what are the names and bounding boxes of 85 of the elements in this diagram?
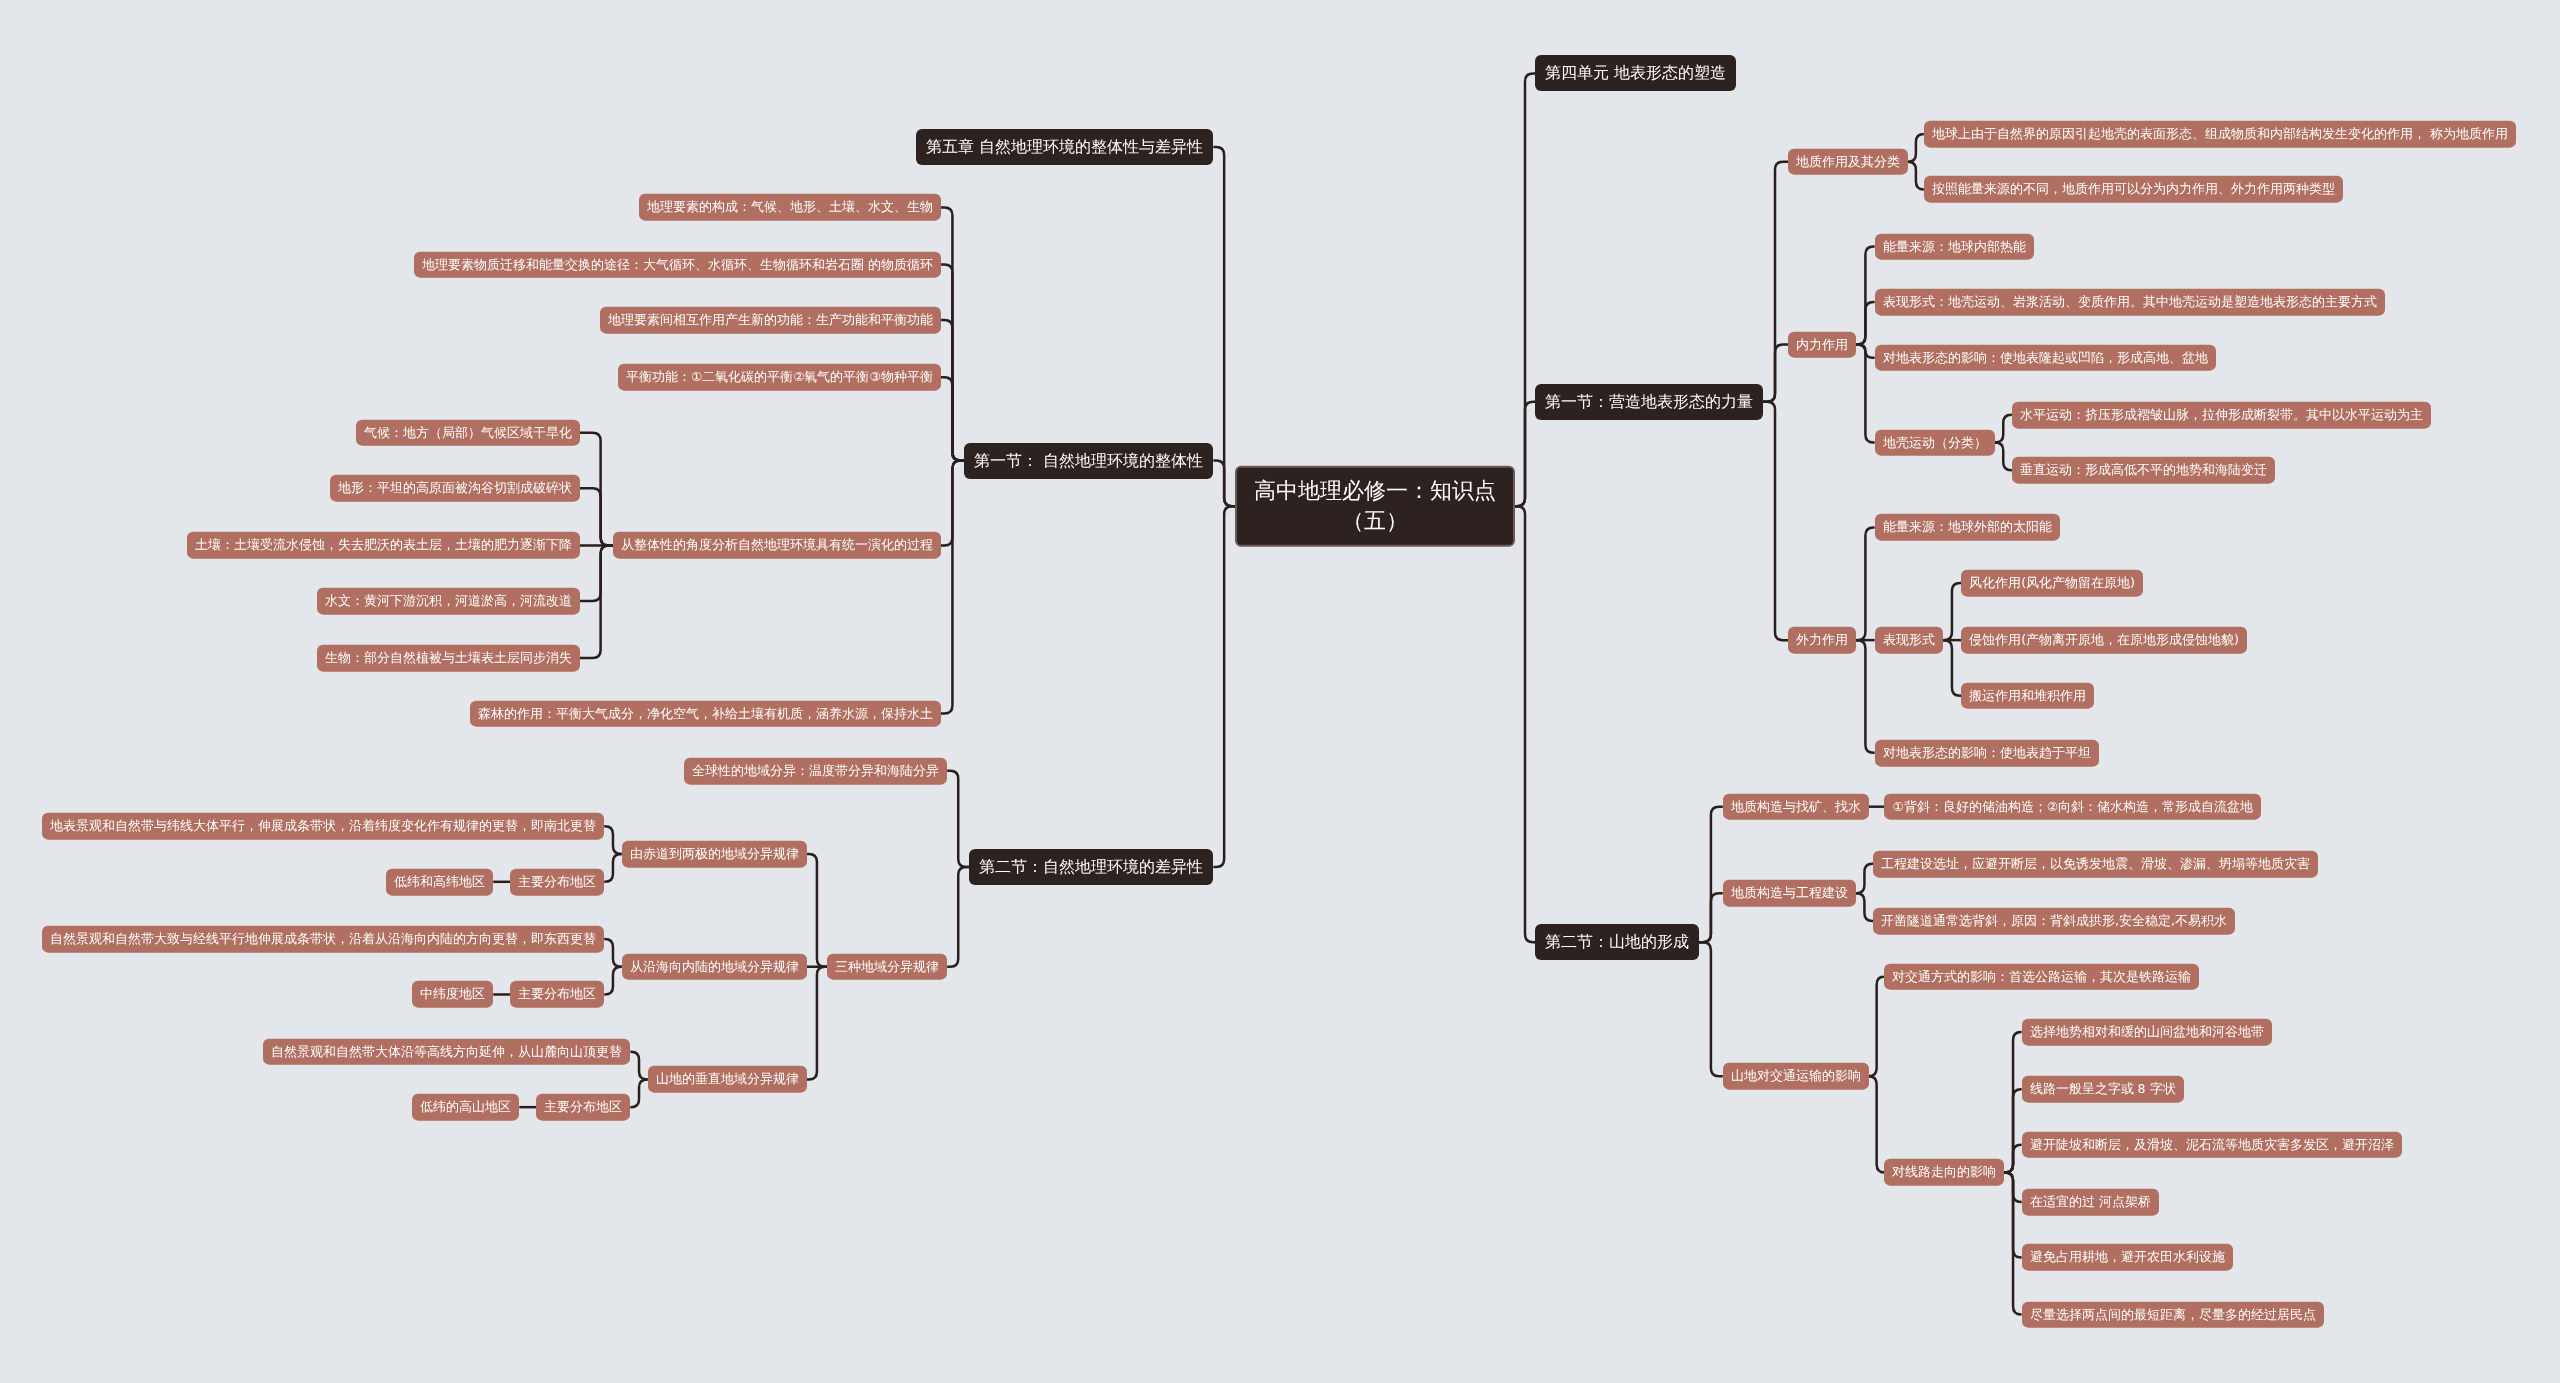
subtopic-box: 侵蚀作用(产物离开原地，在原地形成侵蚀地貌) (1961, 626, 2247, 654)
subtopic-box: 地理要素物质迁移和能量交换的途径：大气循环、水循环、生物循环和岩石圈 的物质循环 (413, 251, 941, 278)
subtopic-box: 山地对交通运输的影响 (1722, 1062, 1869, 1090)
subtopic-box: 对线路走向的影响 (1884, 1159, 2005, 1186)
subtopic-box: 地质构造与工程建设 (1722, 879, 1856, 907)
subtopic-box: 森林的作用：平衡大气成分，净化空气，补给土壤有机质，涵养水源，保持水土 (469, 700, 941, 727)
subtopic-box: 地质构造与找矿、找水 (1722, 793, 1869, 821)
subtopic-box: 自然景观和自然带大体沿等高线方向延伸，从山麓向山顶更替 (263, 1038, 631, 1065)
subtopic-box: 低纬的高山地区 (412, 1093, 520, 1121)
connector-line (1868, 805, 1885, 808)
subtopic-box: 表现形式 (1874, 626, 1943, 654)
subtopic-box: 水文：黄河下游沉积，河道淤高，河流改道 (316, 587, 580, 615)
connector-line (1514, 504, 1536, 944)
subtopic-box: ①背斜：良好的储油构造；②向斜：储水构造，常形成自流盆地 (1884, 793, 2261, 821)
connector-line (1856, 343, 1875, 444)
subtopic-box: 土壤：土壤受流水侵蚀，失去肥沃的表土层，土壤的肥力逐渐下降 (186, 532, 580, 559)
subtopic-box: 线路一般呈之字或 8 字状 (2021, 1075, 2184, 1103)
topic-box: 第一节： 自然地理环境的整体性 (964, 442, 1214, 479)
subtopic-box: 外力作用 (1788, 626, 1857, 654)
subtopic-box: 主要分布地区 (510, 981, 605, 1008)
subtopic-box: 工程建设选址，应避开断层，以免诱发地震、滑坡、渗漏、坍塌等地质灾害 (1873, 850, 2319, 878)
subtopic-box: 能量来源：地球外部的太阳能 (1874, 514, 2060, 541)
subtopic-box: 从沿海向内陆的地域分异规律 (621, 953, 807, 981)
subtopic-box: 表现形式：地壳运动、岩浆活动、变质作用。其中地壳运动是塑造地表形态的主要方式 (1874, 288, 2385, 316)
connector-line (806, 965, 828, 968)
subtopic-box: 地表景观和自然带与纬线大体平行，伸展成条带状，沿着纬度变化作有规律的更替，即南北更替 (42, 812, 605, 840)
subtopic-box: 从整体性的角度分析自然地理环境具有统一演化的过程 (612, 532, 941, 559)
connector-line (1855, 892, 1874, 923)
connector-line (1942, 638, 1962, 697)
subtopic-box: 山地的垂直地域分异规律 (647, 1066, 807, 1093)
subtopic-box: 主要分布地区 (536, 1093, 631, 1121)
subtopic-box: 全球性的地域分异：温度带分异和海陆分异 (684, 757, 948, 785)
subtopic-box: 生物：部分自然植被与土壤表土层同步消失 (316, 644, 580, 672)
connector-line (1994, 413, 2013, 444)
subtopic-box: 地理要素间相互作用产生新的功能：生产功能和平衡功能 (599, 306, 941, 334)
topic-box: 第四单元 地表形态的塑造 (1535, 55, 1737, 92)
connector-line (579, 544, 613, 660)
subtopic-box: 风化作用(风化产物留在原地) (1961, 569, 2143, 597)
subtopic-box: 地球上由于自然界的原因引起地壳的表面形态、组成物质和内部结构发生变化的作用， 称为地质作用 (1923, 120, 2516, 148)
connector-line (603, 937, 623, 968)
subtopic-box: 内力作用 (1788, 331, 1857, 358)
topic-box: 第二节：自然地理环境的差异性 (969, 849, 1214, 886)
subtopic-box: 对交通方式的影响：首选公路运输，其次是铁路运输 (1884, 963, 2200, 990)
subtopic-box: 低纬和高纬地区 (386, 868, 494, 896)
connector-line (1994, 441, 2013, 472)
topic-box: 第二节：山地的形成 (1535, 924, 1699, 961)
subtopic-box: 由赤道到两极的地域分异规律 (621, 840, 807, 868)
connector-line (947, 865, 970, 968)
connector-line (940, 459, 965, 715)
connector-line (493, 993, 511, 996)
subtopic-box: 尽量选择两点间的最短距离，尽量多的经过居民点 (2021, 1301, 2324, 1328)
connector-line (603, 965, 623, 996)
connector-line (629, 1078, 649, 1109)
subtopic-box: 三种地域分异规律 (827, 953, 948, 981)
subtopic-box: 对地表形态的影响：使地表隆起或凹陷，形成高地、盆地 (1874, 344, 2216, 371)
subtopic-box: 避免占用耕地，避开农田水利设施 (2021, 1244, 2233, 1271)
connector-line (1699, 941, 1723, 1078)
subtopic-box: 对地表形态的影响：使地表趋于平坦 (1874, 739, 2099, 767)
connector-line (1856, 638, 1875, 755)
topic-box: 第五章 自然地理环境的整体性与差异性 (916, 128, 1214, 165)
connector-line (1856, 343, 1875, 359)
subtopic-box: 地形：平坦的高原面被沟谷切割成破碎状 (329, 474, 580, 502)
subtopic-box: 避开陡坡和断层，及滑坡、泥石流等地质灾害多发区，避开沼泽 (2021, 1131, 2402, 1159)
subtopic-box: 地理要素的构成：气候、地形、土壤、水文、生物 (638, 194, 941, 221)
subtopic-box: 开凿隧道通常选背斜，原因：背斜成拱形,安全稳定,不易积水 (1873, 907, 2235, 935)
topic-box: 第一节：营造地表形态的力量 (1535, 383, 1763, 420)
subtopic-box: 中纬度地区 (412, 981, 494, 1008)
subtopic-box: 选择地势相对和缓的山间盆地和河谷地带 (2021, 1018, 2272, 1046)
central-topic: 高中地理必修一：知识点（五） (1235, 465, 1515, 547)
subtopic-box: 主要分布地区 (510, 868, 605, 896)
subtopic-box: 水平运动：挤压形成褶皱山脉，拉伸形成断裂带。其中以水平运动为主 (2011, 401, 2431, 429)
subtopic-box: 地质作用及其分类 (1788, 148, 1909, 176)
subtopic-box: 垂直运动：形成高低不平的地势和海陆变迁 (2011, 456, 2275, 484)
connector-line (1213, 504, 1235, 869)
subtopic-box: 搬运作用和堆积作用 (1961, 682, 2095, 710)
subtopic-box: 平衡功能：①二氧化碳的平衡②氧气的平衡③物种平衡 (618, 363, 941, 391)
subtopic-box: 气候：地方（局部）气候区域干旱化 (355, 419, 580, 447)
connector-line (1867, 1074, 1886, 1174)
connector-line (806, 965, 828, 1081)
subtopic-box: 按照能量来源的不同，地质作用可以分为内力作用、外力作用两种类型 (1923, 176, 2343, 203)
subtopic-box: 自然景观和自然带大致与经线平行地伸展成条带状，沿着从沿海向内陆的方向更替，即东西更替 (42, 925, 605, 953)
connector-line (603, 852, 623, 884)
subtopic-box: 地壳运动（分类） (1874, 429, 1995, 456)
subtopic-box: 在适宜的过 河点架桥 (2021, 1188, 2159, 1216)
subtopic-box: 能量来源：地球内部热能 (1874, 233, 2034, 260)
